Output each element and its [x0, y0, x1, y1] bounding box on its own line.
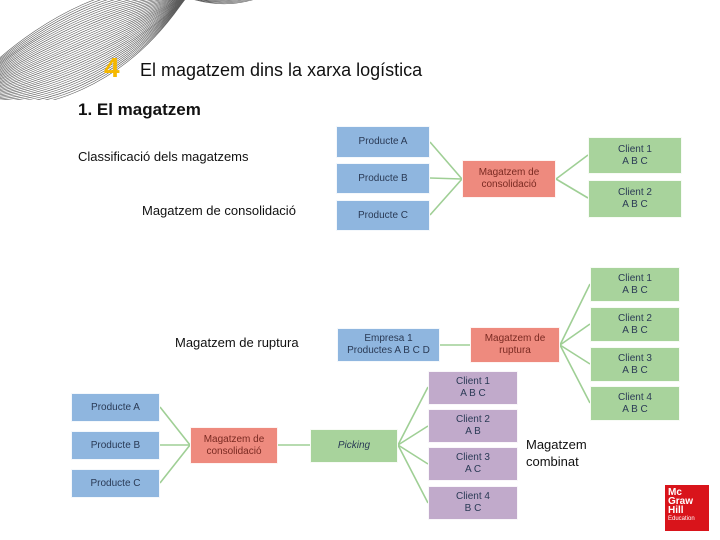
logo-line: Mc — [668, 487, 682, 498]
wave-line — [0, 0, 180, 78]
combined-product-c: Producte C — [71, 469, 160, 498]
logo-sub: Education — [668, 516, 695, 522]
section-title: 1. El magatzem — [78, 100, 201, 119]
combined-client-3: Client 3 A C — [428, 447, 518, 481]
connector-line — [429, 178, 463, 216]
wave-line — [0, 0, 163, 70]
consolidation-client-2: Client 2 A B C — [588, 180, 682, 218]
connector-line — [397, 444, 429, 465]
breakup-client-1: Client 1 A B C — [590, 267, 680, 302]
wave-line — [0, 0, 181, 80]
wave-line — [0, 0, 224, 64]
wave-line — [0, 0, 140, 67]
wave-line — [0, 0, 168, 72]
chapter-title: El magatzem dins la xarxa logística — [140, 60, 423, 80]
mcgraw-hill-logo: Mc Graw Hill Education — [665, 485, 709, 531]
combined-client-1: Client 1 A B C — [428, 371, 518, 405]
breakup-client-3: Client 3 A B C — [590, 347, 680, 382]
breakup-source: Empresa 1 Productes A B C D — [337, 328, 440, 362]
consolidation-client-1: Client 1 A B C — [588, 137, 682, 174]
consolidation-product-b: Producte B — [336, 163, 430, 194]
subsection-title: Classificació dels magatzems — [78, 149, 249, 164]
wave-line — [0, 0, 173, 73]
wave-line — [0, 0, 237, 63]
combined-product-b: Producte B — [71, 431, 160, 460]
wave-line — [52, 0, 186, 100]
connector-line — [559, 344, 591, 365]
label-breakup: Magatzem de ruptura — [175, 335, 299, 350]
wave-line — [0, 0, 148, 68]
wave-line — [0, 0, 131, 65]
breakup-client-4: Client 4 A B C — [590, 386, 680, 421]
connector-line — [555, 178, 589, 199]
connector-line — [559, 344, 591, 404]
consolidation-hub: Magatzem de consolidació — [462, 160, 556, 198]
logo-line: Hill — [668, 505, 684, 516]
combined-consolidation-hub: Magatzem de consolidació — [190, 427, 278, 464]
combined-client-4: Client 4 B C — [428, 486, 518, 520]
logo-line: Graw — [668, 496, 694, 507]
connector-line — [397, 386, 429, 446]
connector-line — [429, 141, 463, 180]
connector-line — [559, 323, 591, 346]
connector-line — [397, 444, 429, 504]
wave-line — [0, 0, 253, 59]
wave-line — [0, 0, 182, 82]
label-combined: Magatzem combinat — [526, 437, 587, 469]
wave-line — [0, 0, 179, 77]
connector-line — [159, 444, 191, 484]
wave-line — [0, 0, 155, 69]
combined-picking: Picking — [310, 429, 398, 463]
wave-line — [0, 0, 176, 74]
connector-line — [397, 425, 429, 446]
breakup-client-2: Client 2 A B C — [590, 307, 680, 342]
label-consolidation: Magatzem de consolidació — [142, 203, 296, 218]
wave-line — [0, 0, 178, 76]
connector-line — [159, 406, 191, 446]
wave-line — [0, 0, 249, 60]
connector-line — [559, 283, 591, 346]
connector-line — [555, 154, 589, 180]
connector-line — [429, 177, 463, 180]
breakup-hub: Magatzem de ruptura — [470, 327, 560, 363]
combined-client-2: Client 2 A B — [428, 409, 518, 443]
consolidation-product-c: Producte C — [336, 200, 430, 231]
chapter-number: 4 — [104, 52, 120, 83]
consolidation-product-a: Producte A — [336, 126, 430, 158]
decorative-wave-pattern — [0, 0, 253, 100]
wave-line — [0, 0, 182, 81]
combined-product-a: Producte A — [71, 393, 160, 422]
wave-line — [0, 0, 245, 61]
